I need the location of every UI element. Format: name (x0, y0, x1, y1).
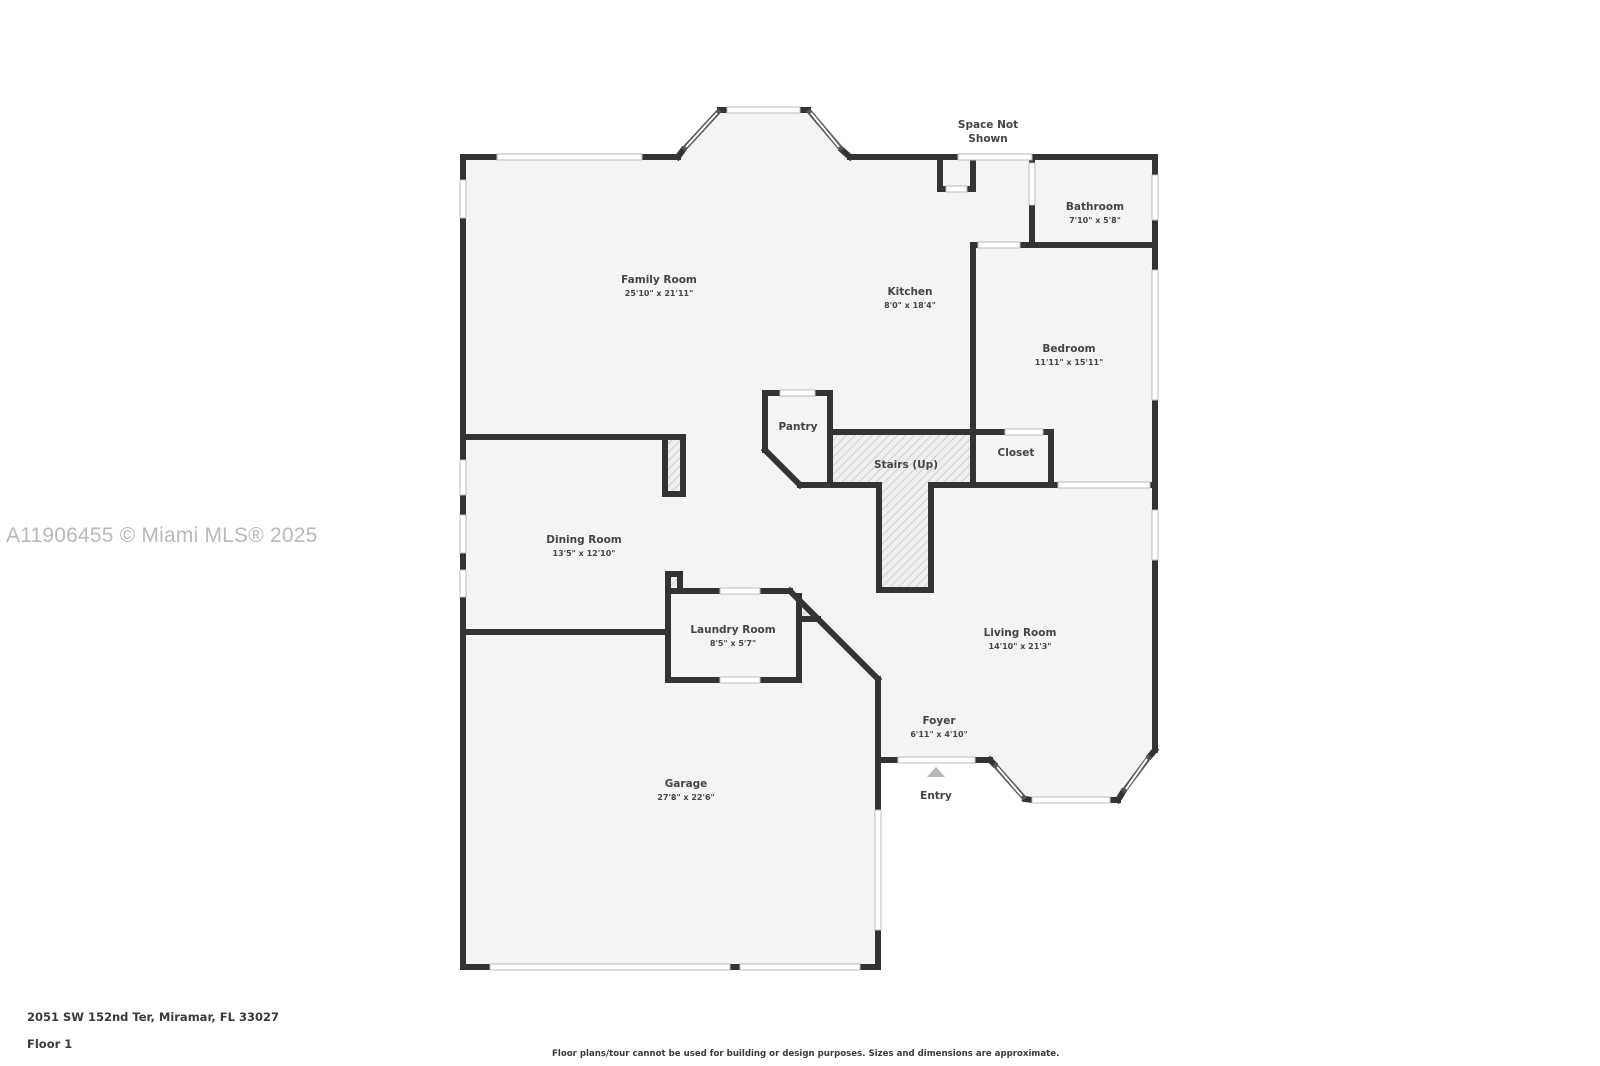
pantry-label: Pantry (778, 421, 817, 433)
property-address: 2051 SW 152nd Ter, Miramar, FL 33027 (27, 1010, 279, 1024)
entry-label: Entry (920, 790, 952, 802)
garage-label: Garage (665, 778, 708, 790)
space-not-shown-label-2: Shown (968, 133, 1007, 145)
garage-dims: 27'8" x 22'6" (657, 793, 714, 802)
family-room-dims: 25'10" x 21'11" (625, 289, 694, 298)
windows (459, 106, 1159, 971)
walls (460, 107, 1160, 970)
floor-fill (463, 110, 1155, 967)
disclaimer-text: Floor plans/tour cannot be used for buil… (552, 1049, 1060, 1059)
bathroom-dims: 7'10" x 5'8" (1069, 216, 1121, 225)
bathroom-label: Bathroom (1066, 201, 1124, 213)
kitchen-dims: 8'0" x 18'4" (884, 301, 936, 310)
closet-label: Closet (998, 447, 1035, 459)
stairs-label: Stairs (Up) (874, 459, 938, 471)
dining-room-dims: 13'5" x 12'10" (553, 549, 616, 558)
floor-label: Floor 1 (27, 1037, 73, 1051)
space-not-shown-label: Space Not (958, 119, 1018, 131)
foyer-dims: 6'11" x 4'10" (910, 730, 967, 739)
family-room-label: Family Room (621, 274, 697, 286)
living-room-label: Living Room (984, 627, 1057, 639)
laundry-room-dims: 8'5" x 5'7" (710, 639, 756, 648)
laundry-room-label: Laundry Room (690, 624, 775, 636)
living-room-dims: 14'10" x 21'3" (989, 642, 1052, 651)
foyer-label: Foyer (922, 715, 956, 727)
kitchen-label: Kitchen (887, 286, 932, 298)
dining-room-label: Dining Room (546, 534, 622, 546)
room-labels: Space Not Shown Family Room 25'10" x 21'… (546, 119, 1124, 802)
bedroom-dims: 11'11" x 15'11" (1035, 358, 1104, 367)
entry-arrow-icon (927, 767, 945, 777)
bedroom-label: Bedroom (1042, 343, 1095, 355)
diagonal-window-glass (685, 112, 1148, 797)
mls-watermark: A11906455 © Miami MLS® 2025 (6, 524, 318, 547)
